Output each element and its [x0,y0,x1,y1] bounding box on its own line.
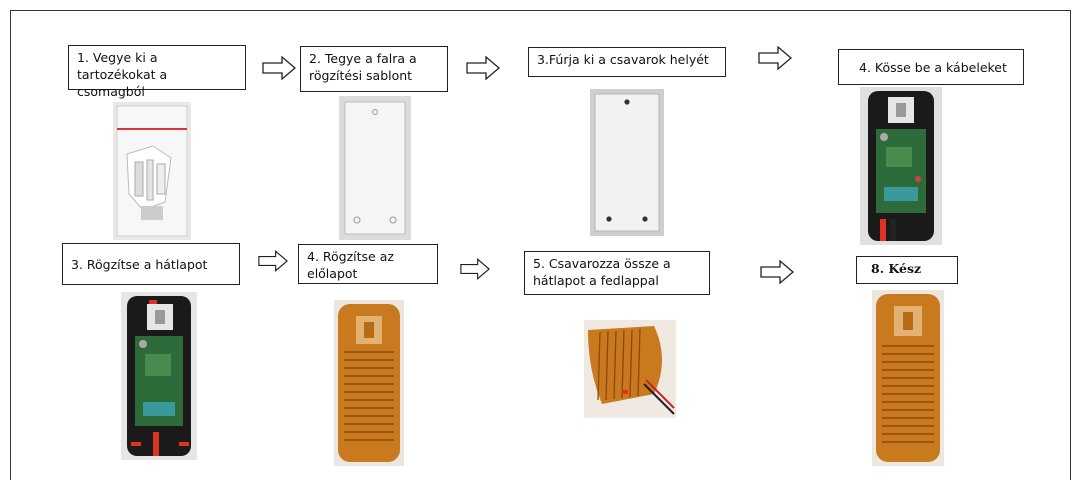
step-box-4: 4. Kösse be a kábeleket [838,49,1024,85]
step-box-1: 1. Vegye ki a tartozékokat a csomagból [68,45,246,99]
step-box-8: 8. Kész [856,256,958,284]
step-box-5: 3. Rögzítse a hátlapot [62,243,240,285]
mounting-template-image [339,96,411,240]
step-box-2: 2. Tegye a falra a rögzítési sablont [300,46,448,92]
right-arrow-icon [460,258,490,280]
finished-device-image [872,290,944,466]
drilled-template-image [590,89,664,236]
step-box-6: 4. Rögzítse az előlapot [298,244,438,284]
screw-cover-image [584,320,676,418]
right-arrow-icon [466,56,500,80]
right-arrow-icon [258,250,288,272]
right-arrow-icon [262,56,296,80]
accessories-bag-image [113,102,191,240]
step-box-7: 5. Csavarozza össze a hátlapot a fedlapp… [524,251,710,295]
front-cover-image [334,300,404,466]
step-box-3: 3.Fúrja ki a csavarok helyét [528,47,726,77]
right-arrow-icon [760,260,794,284]
wired-board-image [860,87,942,245]
right-arrow-icon [758,46,792,70]
back-plate-image [121,292,197,460]
